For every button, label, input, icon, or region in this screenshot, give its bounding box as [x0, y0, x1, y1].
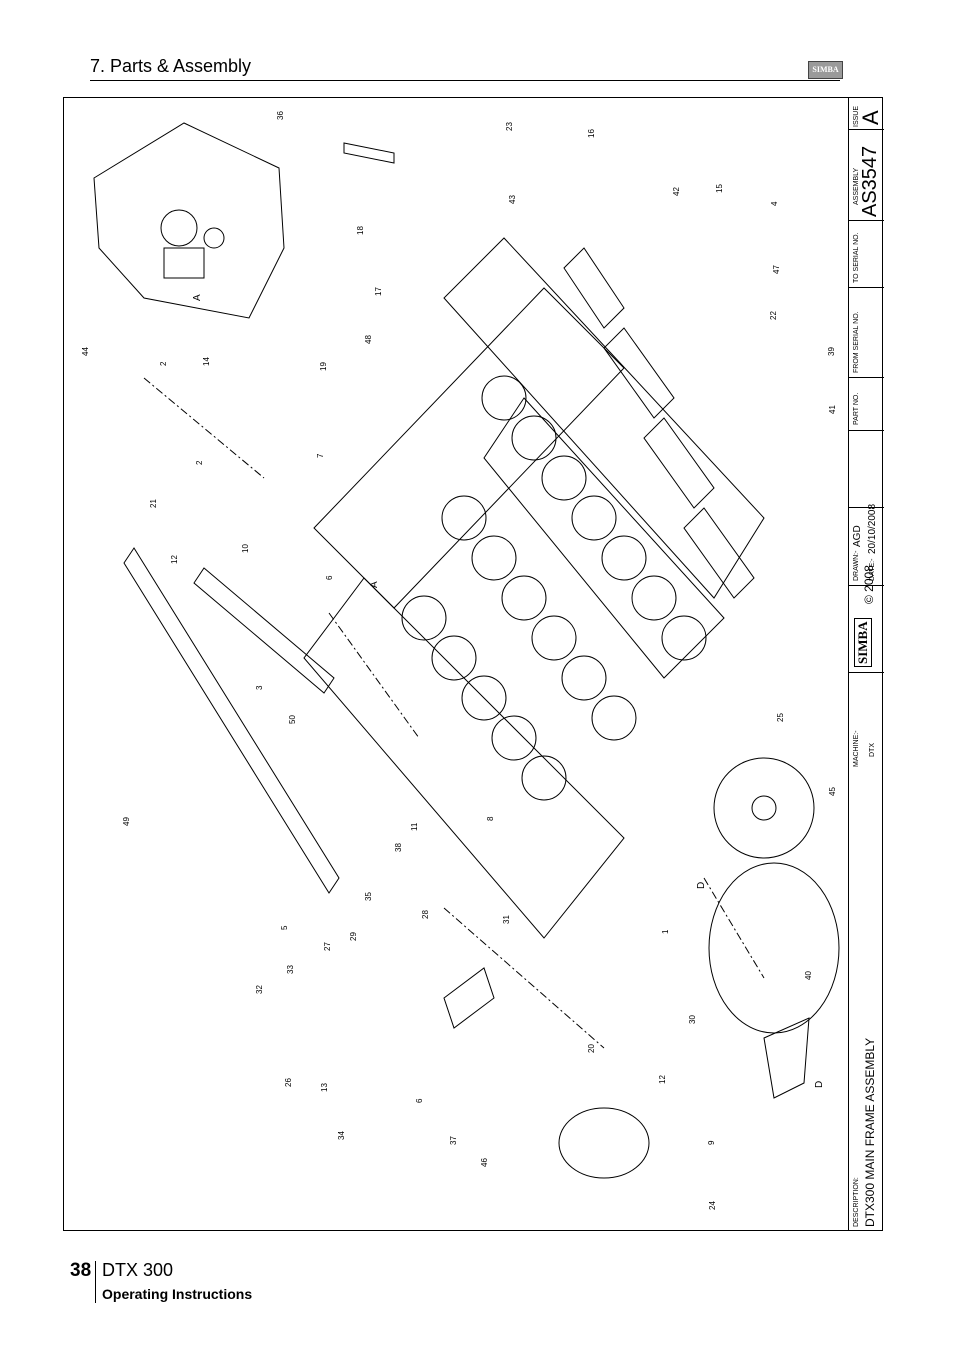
footer-subtitle: Operating Instructions	[102, 1286, 253, 1302]
callout-label: 20	[587, 1044, 596, 1053]
callout-label: 19	[319, 362, 328, 371]
callout-label: 12	[658, 1075, 667, 1084]
footer-model: DTX 300	[102, 1260, 174, 1280]
view-label: A	[369, 581, 380, 588]
callout-label: 22	[769, 311, 778, 320]
callout-label: 37	[449, 1136, 458, 1145]
callout-label: 4	[770, 201, 779, 206]
section-title: 7. Parts & Assembly	[90, 56, 252, 76]
callout-label: 2	[195, 460, 204, 465]
callout-label: 27	[323, 942, 332, 951]
tb-separator	[849, 287, 884, 288]
view-label: D	[814, 1080, 825, 1088]
callout-label: 35	[364, 892, 373, 901]
drawn-value: AGD	[852, 525, 863, 547]
footer-divider	[95, 1261, 96, 1303]
machine-label: MACHINE:-	[853, 730, 860, 767]
date-label: DATE:-	[869, 558, 876, 581]
header-rule	[90, 80, 840, 81]
callout-label: 42	[672, 187, 681, 196]
page-number: 38	[70, 1260, 92, 1281]
callout-label: 28	[421, 910, 430, 919]
tb-separator	[849, 672, 884, 673]
callout-label: 49	[122, 817, 131, 826]
date-value: 20/10/2008	[867, 503, 878, 554]
callout-label: 29	[349, 932, 358, 941]
drawn-label: DRAWN:-	[853, 550, 860, 581]
callout-label: 36	[276, 111, 285, 120]
tb-separator	[849, 377, 884, 378]
callout-label: 44	[81, 347, 90, 356]
description-label: DESCRIPTION:	[853, 1177, 860, 1227]
callout-label: 16	[587, 129, 596, 138]
tb-separator	[849, 430, 884, 431]
callout-label: 32	[255, 985, 264, 994]
drawing-frame: 36 23 43 16 42 15 4 18 47 22 17 48 39 41…	[63, 97, 883, 1231]
callout-label: 38	[394, 843, 403, 852]
callout-label: 1	[661, 929, 670, 934]
description-text: DTX300 MAIN FRAME ASSEMBLY	[863, 1037, 877, 1227]
view-label: D	[696, 881, 707, 889]
brand-logo: SIMBA	[808, 61, 843, 79]
brand-badge: SIMBA	[854, 618, 872, 667]
callout-label: 46	[480, 1158, 489, 1167]
callout-label: 11	[410, 822, 419, 831]
callout-label: 8	[486, 816, 495, 821]
callout-label: 5	[280, 925, 289, 930]
callout-label: 23	[505, 122, 514, 131]
callout-label: 18	[356, 226, 365, 235]
callout-label: 48	[364, 335, 373, 344]
callout-label: 6	[415, 1098, 424, 1103]
callout-label: 2	[159, 361, 168, 366]
callout-label: 14	[202, 357, 211, 366]
callout-label: 26	[284, 1078, 293, 1087]
callout-label: 12	[170, 555, 179, 564]
exploded-assembly-drawing	[93, 122, 840, 1179]
from-serial-label: FROM SERIAL NO.	[853, 311, 860, 373]
tb-separator	[849, 507, 884, 508]
title-block: DESCRIPTION: DTX300 MAIN FRAME ASSEMBLY …	[848, 97, 884, 1231]
callout-label: 7	[316, 453, 325, 458]
callout-label: 30	[688, 1015, 697, 1024]
callout-label: 39	[827, 347, 836, 356]
machine-value: DTX	[869, 743, 876, 757]
callout-label: 47	[772, 265, 781, 274]
callout-label: 34	[337, 1131, 346, 1140]
callout-label: 21	[149, 499, 158, 508]
callout-label: 41	[828, 405, 837, 414]
callout-label: 9	[707, 1140, 716, 1145]
callout-label: 6	[325, 575, 334, 580]
callout-label: 33	[286, 965, 295, 974]
assembly-number: AS3547	[859, 145, 881, 217]
callout-label: 43	[508, 195, 517, 204]
callout-label: 10	[241, 544, 250, 553]
callout-label: 45	[828, 787, 837, 796]
tb-separator	[849, 585, 884, 586]
callout-label: 15	[715, 184, 724, 193]
callout-label: 50	[288, 715, 297, 724]
tb-separator	[849, 220, 884, 221]
callout-label: 40	[804, 971, 813, 980]
callout-label: 25	[776, 713, 785, 722]
callout-label: 17	[374, 287, 383, 296]
part-no-label: PART NO.	[853, 392, 860, 425]
callout-label: 31	[502, 915, 511, 924]
tb-separator	[849, 129, 884, 130]
to-serial-label: TO SERIAL NO.	[853, 232, 860, 283]
callout-label: 3	[255, 685, 264, 690]
issue-value: A	[858, 110, 883, 125]
view-label: A	[192, 294, 203, 301]
callout-label: 24	[708, 1201, 717, 1210]
callout-label: 13	[320, 1083, 329, 1092]
